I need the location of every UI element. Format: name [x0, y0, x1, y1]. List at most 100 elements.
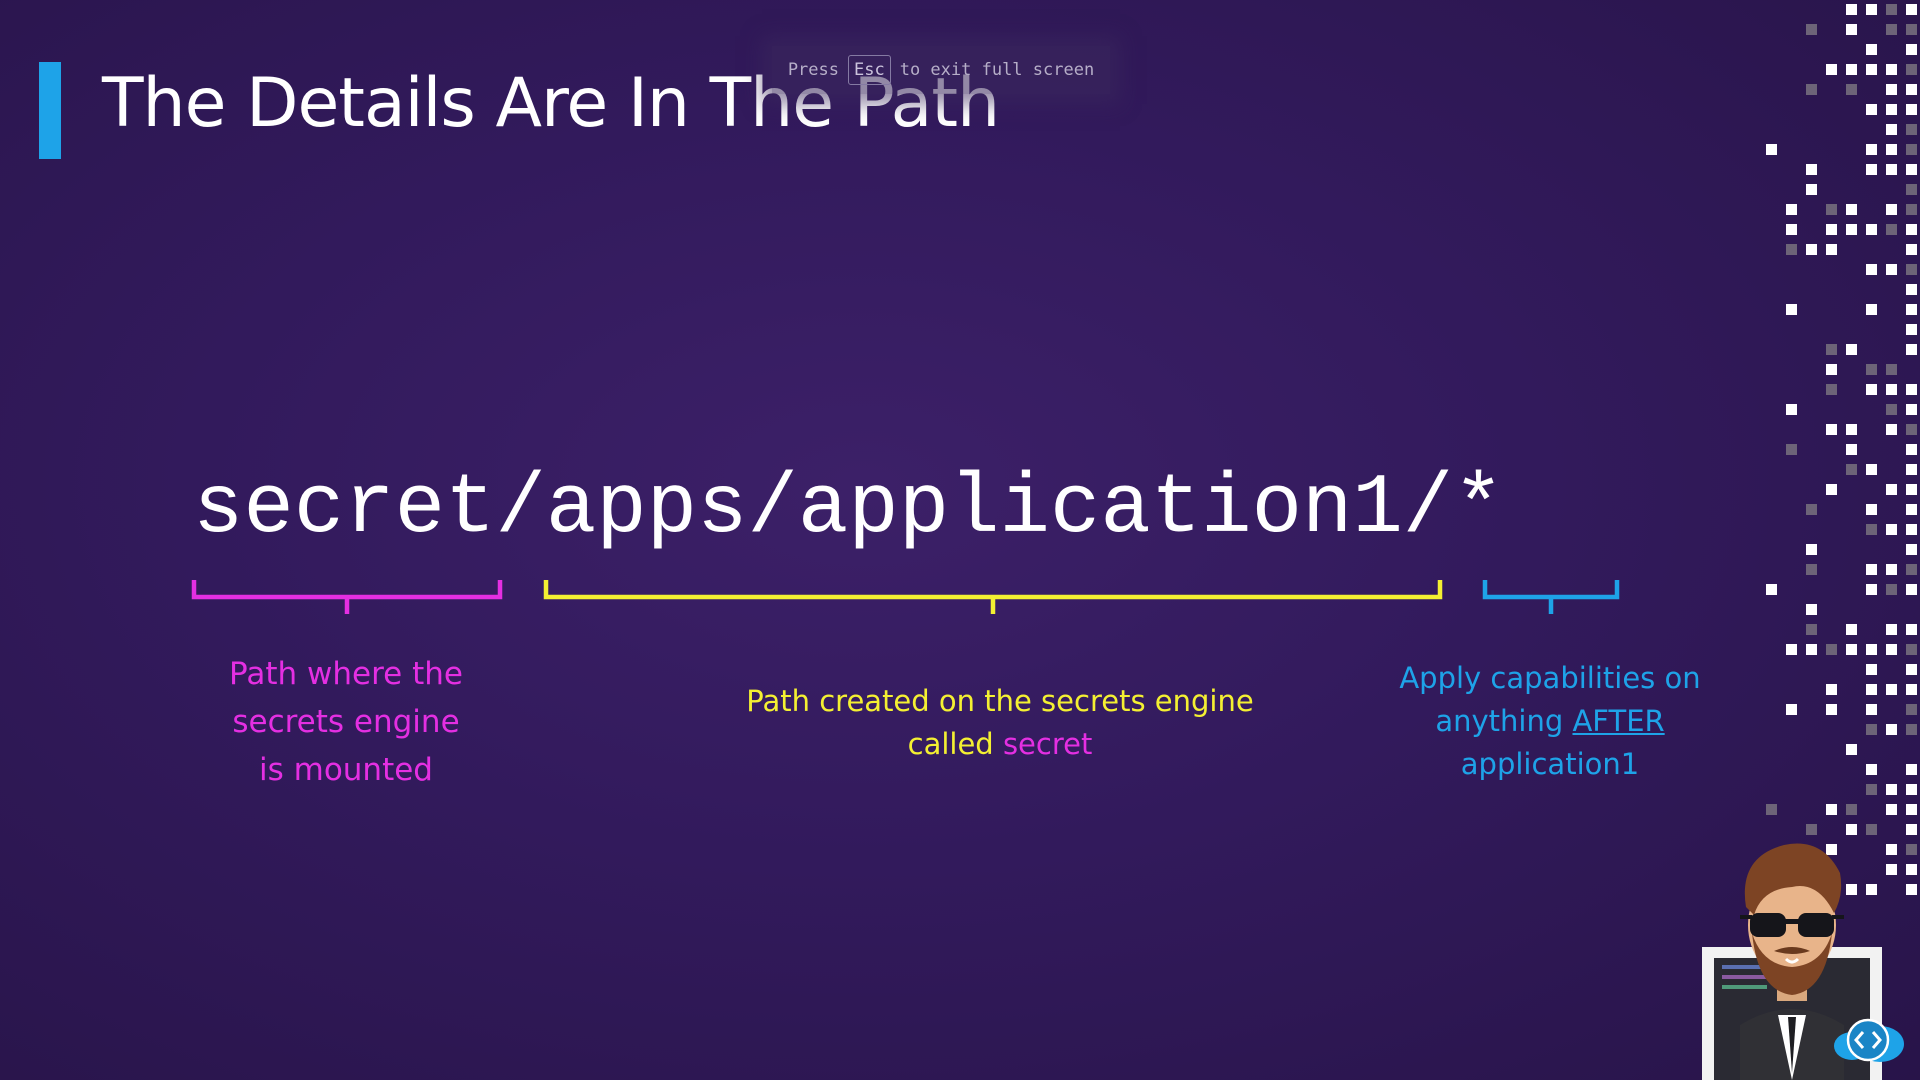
esc-key: Esc	[848, 55, 891, 85]
pixel-square	[1906, 164, 1917, 175]
wildcard-label-line-1: Apply capabilities on	[1399, 661, 1701, 695]
mount-label: Path where the secrets engine is mounted	[186, 650, 506, 794]
pixel-square	[1786, 704, 1797, 715]
pixel-square	[1886, 724, 1897, 735]
pixel-square	[1866, 784, 1877, 795]
pixel-square	[1806, 244, 1817, 255]
pixel-square	[1806, 824, 1817, 835]
pixel-square	[1906, 124, 1917, 135]
pixel-square	[1906, 284, 1917, 295]
fullscreen-hint-suffix: to exit full screen	[899, 60, 1095, 80]
pixel-square	[1866, 684, 1877, 695]
pixel-square	[1846, 4, 1857, 15]
pixel-square	[1866, 724, 1877, 735]
mount-label-line-3: is mounted	[259, 752, 433, 788]
pixel-square	[1846, 624, 1857, 635]
pixel-square	[1826, 64, 1837, 75]
pixel-square	[1866, 884, 1877, 895]
pixel-square	[1846, 424, 1857, 435]
pixel-square	[1826, 204, 1837, 215]
wildcard-brace	[1482, 580, 1620, 614]
pixel-square	[1866, 824, 1877, 835]
pixel-square	[1826, 484, 1837, 495]
pixel-square	[1906, 384, 1917, 395]
pixel-square	[1906, 464, 1917, 475]
pixel-square	[1886, 364, 1897, 375]
pixel-square	[1866, 384, 1877, 395]
pixel-square	[1886, 684, 1897, 695]
pixel-square	[1886, 424, 1897, 435]
pixel-square	[1906, 684, 1917, 695]
pixel-square	[1866, 264, 1877, 275]
pixel-square	[1806, 624, 1817, 635]
pixel-square	[1886, 224, 1897, 235]
pixel-square	[1906, 404, 1917, 415]
pixel-square	[1886, 144, 1897, 155]
pixel-square	[1886, 564, 1897, 575]
pixel-square	[1906, 44, 1917, 55]
pixel-square	[1886, 204, 1897, 215]
pixel-square	[1906, 584, 1917, 595]
pixel-square	[1786, 404, 1797, 415]
pixel-square	[1786, 304, 1797, 315]
pixel-square	[1886, 804, 1897, 815]
pixel-square	[1866, 464, 1877, 475]
pixel-square	[1806, 24, 1817, 35]
pixel-square	[1906, 64, 1917, 75]
pixel-square	[1886, 404, 1897, 415]
pixel-square	[1906, 24, 1917, 35]
mount-label-line-1: Path where the	[229, 656, 463, 692]
pixel-square	[1906, 484, 1917, 495]
pixel-square	[1906, 424, 1917, 435]
pixel-square	[1866, 144, 1877, 155]
pixel-square	[1886, 644, 1897, 655]
pixel-square	[1866, 764, 1877, 775]
pixel-square	[1906, 84, 1917, 95]
pixel-square	[1906, 844, 1917, 855]
pixel-square	[1786, 204, 1797, 215]
pixel-square	[1826, 684, 1837, 695]
pixel-square	[1906, 564, 1917, 575]
created-label-line-1: Path created on the secrets engine	[746, 684, 1254, 718]
pixel-square	[1826, 224, 1837, 235]
pixel-square	[1906, 244, 1917, 255]
pixel-square	[1846, 884, 1857, 895]
pixel-square	[1906, 304, 1917, 315]
pixel-square	[1806, 644, 1817, 655]
pixel-square	[1906, 804, 1917, 815]
pixel-square	[1846, 204, 1857, 215]
pixel-square	[1846, 224, 1857, 235]
pixel-square	[1866, 564, 1877, 575]
pixel-square	[1866, 664, 1877, 675]
pixel-square	[1906, 544, 1917, 555]
pixel-square	[1886, 524, 1897, 535]
pixel-square	[1826, 344, 1837, 355]
pixel-square	[1866, 644, 1877, 655]
pixel-square	[1886, 124, 1897, 135]
wildcard-label-anything: anything	[1435, 704, 1564, 738]
pixel-square	[1906, 884, 1917, 895]
pixel-square	[1906, 4, 1917, 15]
pixel-square	[1886, 104, 1897, 115]
pixel-square	[1806, 604, 1817, 615]
fullscreen-hint: Press Esc to exit full screen	[772, 46, 1110, 94]
pixel-square	[1806, 84, 1817, 95]
pixel-square	[1826, 424, 1837, 435]
policy-path: secret/apps/application1/*	[193, 462, 1504, 557]
pixel-square	[1846, 444, 1857, 455]
pixel-square	[1826, 244, 1837, 255]
pixel-square	[1886, 64, 1897, 75]
wildcard-label-line-3: application1	[1460, 747, 1640, 781]
pixel-square	[1886, 844, 1897, 855]
pixel-square	[1826, 644, 1837, 655]
pixel-square	[1886, 784, 1897, 795]
pixel-square	[1786, 244, 1797, 255]
pixel-square	[1826, 804, 1837, 815]
created-label: Path created on the secrets engine calle…	[720, 680, 1280, 766]
pixel-square	[1846, 644, 1857, 655]
pixel-square	[1866, 44, 1877, 55]
pixel-square	[1806, 504, 1817, 515]
pixel-square	[1906, 724, 1917, 735]
